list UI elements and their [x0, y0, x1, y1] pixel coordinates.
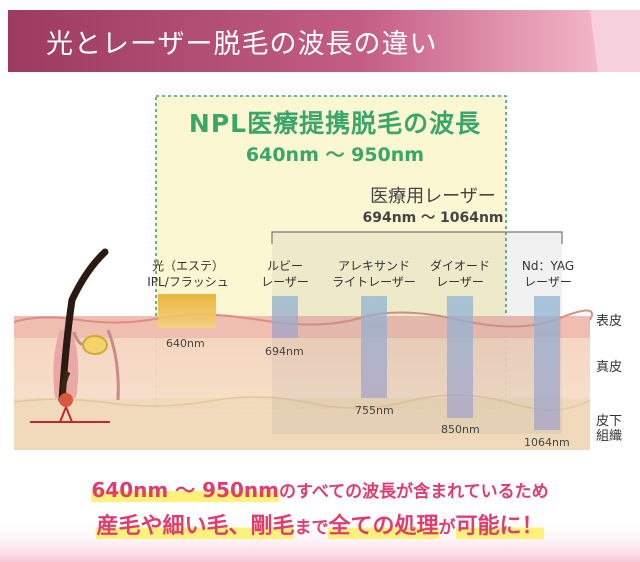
source-alexandrite-label: アレキサンド ライトレーザー: [324, 258, 424, 290]
bottom-line-2-part1: 産毛や細い毛、剛毛: [96, 514, 295, 539]
layer-subcutis-line1: 皮下: [595, 414, 622, 429]
medical-laser-zone: [272, 232, 562, 434]
diode-beam: [447, 296, 473, 418]
bottom-line-1-highlight: 640nm 〜 950nm: [91, 478, 279, 502]
ipl-wavelength: 640nm: [166, 337, 205, 350]
npl-range: 640nm 〜 950nm: [245, 144, 425, 166]
ruby-wavelength: 694nm: [265, 345, 304, 358]
ndyag-wavelength: 1064nm: [524, 436, 570, 449]
page-title: 光とレーザー脱毛の波長の違い: [46, 29, 438, 60]
source-ipl-line1: 光（エステ）: [151, 259, 224, 273]
bottom-line-2-part2: まで: [294, 518, 329, 538]
alexandrite-beam: [361, 296, 387, 398]
dermis-subcutis-boundary: [13, 394, 591, 411]
source-ipl-line2: IPL/フラッシュ: [147, 275, 229, 289]
layer-subcutis-label: 皮下 組織: [589, 414, 629, 444]
medical-laser-range: 694nm 〜 1064nm: [362, 210, 504, 226]
bottom-line-2-part3: 全ての処理: [328, 514, 439, 539]
source-diode-line2: レーザー: [436, 275, 484, 289]
ndyag-beam: [534, 296, 560, 430]
bottom-line-1-rest: のすべての波長が含まれているため: [278, 482, 549, 502]
hair-follicle-illustration: [30, 248, 120, 423]
source-ruby-line2: レーザー: [261, 275, 309, 289]
title-bar-tail: [590, 10, 640, 72]
layer-epidermis-label: 表皮: [595, 314, 622, 329]
source-alexandrite-line2: ライトレーザー: [332, 275, 416, 289]
skin-dermis: [14, 338, 590, 398]
ipl-beam: [158, 294, 216, 328]
source-ruby-label: ルビー レーザー: [247, 258, 323, 290]
source-diode-label: ダイオード レーザー: [420, 258, 500, 290]
medical-laser-bracket: [271, 231, 563, 244]
bottom-line-2-part5: 可能に！: [455, 514, 544, 539]
diode-wavelength: 850nm: [441, 423, 480, 436]
title-bar-bg: [8, 10, 598, 72]
bottom-line-2: 産毛や細い毛、剛毛まで全ての処理が可能に！: [0, 508, 640, 540]
source-ndyag-label: Nd：YAG レーザー: [510, 258, 586, 290]
medical-laser-title: 医療用レーザー: [370, 186, 496, 207]
skin-subcutis: [14, 398, 590, 450]
bottom-line-2-part4: が: [438, 518, 456, 538]
source-ipl-label: 光（エステ） IPL/フラッシュ: [140, 258, 236, 290]
ruby-beam: [272, 296, 298, 338]
layer-dermis-label: 真皮: [595, 360, 622, 375]
source-alexandrite-line1: アレキサンド: [337, 259, 410, 273]
npl-title: NPL医療提携脱毛の波長: [188, 109, 482, 138]
source-ruby-line1: ルビー: [266, 259, 303, 273]
layer-subcutis-line2: 組織: [595, 429, 622, 444]
bottom-line-1: 640nm 〜 950nmのすべての波長が含まれているため: [0, 474, 640, 503]
alexandrite-wavelength: 755nm: [355, 404, 394, 417]
source-ndyag-line1: Nd：YAG: [521, 259, 575, 273]
source-ndyag-line2: レーザー: [524, 275, 572, 289]
source-diode-line1: ダイオード: [429, 259, 490, 273]
